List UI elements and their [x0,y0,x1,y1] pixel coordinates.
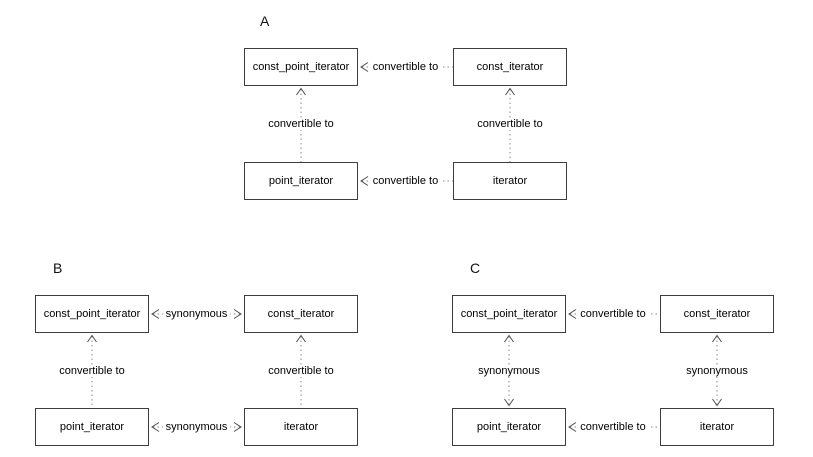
diagram-b-left-vertical-connector: convertible to [56,333,128,408]
box-label: const_point_iterator [252,61,350,73]
connector-label: synonymous [162,308,231,320]
diagram-b-box-const-point-iterator: const_point_iterator [35,295,149,333]
connector-label: convertible to [56,364,128,377]
diagram-b-label: B [53,260,63,276]
box-label: iterator [492,175,528,187]
diagram-b-box-iterator: iterator [244,408,358,446]
diagram-a-box-const-point-iterator: const_point_iterator [244,48,358,86]
box-label: point_iterator [59,421,125,433]
box-label: const_iterator [683,308,751,320]
box-label: iterator [283,421,319,433]
diagram-c-box-const-point-iterator: const_point_iterator [452,295,566,333]
diagram-a-right-vertical-connector: convertible to [474,86,546,162]
connector-label: convertible to [369,61,442,73]
connector-label: convertible to [577,421,649,433]
dashed-arrow-up-down-icon [504,334,514,407]
diagram-b-right-vertical-connector: convertible to [265,333,337,408]
diagram-c-left-vertical-connector: synonymous [474,333,544,408]
diagram-a-box-const-iterator: const_iterator [453,48,567,86]
box-label: const_iterator [476,61,544,73]
diagram-c-top-horizontal-connector: convertible to [566,304,660,324]
connector-label: convertible to [265,118,337,130]
box-label: const_point_iterator [43,308,141,320]
connector-label: convertible to [369,175,442,187]
diagram-c-box-const-iterator: const_iterator [660,295,774,333]
connector-label: synonymous [475,364,543,377]
connector-label: convertible to [577,308,649,320]
diagram-a-top-horizontal-connector: convertible to [358,57,453,77]
connector-label: convertible to [265,364,337,377]
diagram-c-box-point-iterator: point_iterator [452,408,566,446]
diagram-b-top-horizontal-connector: synonymous [149,304,244,324]
dashed-arrow-up-down-icon [712,334,722,407]
diagram-a-label: A [260,13,270,29]
diagram-b-bottom-horizontal-connector: synonymous [149,417,244,437]
connector-label: synonymous [162,421,231,433]
box-label: point_iterator [268,175,334,187]
box-label: iterator [699,421,735,433]
diagram-a-box-iterator: iterator [453,162,567,200]
box-label: point_iterator [476,421,542,433]
diagram-a-left-vertical-connector: convertible to [265,86,337,162]
diagram-c-bottom-horizontal-connector: convertible to [566,417,660,437]
box-label: const_point_iterator [460,308,558,320]
diagram-c-label: C [470,260,481,276]
diagram-c-right-vertical-connector: synonymous [682,333,752,408]
diagram-b-box-const-iterator: const_iterator [244,295,358,333]
diagram-a-box-point-iterator: point_iterator [244,162,358,200]
connector-label: synonymous [683,364,751,377]
diagram-a-bottom-horizontal-connector: convertible to [358,171,453,191]
diagram-c-box-iterator: iterator [660,408,774,446]
box-label: const_iterator [267,308,335,320]
diagram-b-box-point-iterator: point_iterator [35,408,149,446]
connector-label: convertible to [474,118,546,130]
